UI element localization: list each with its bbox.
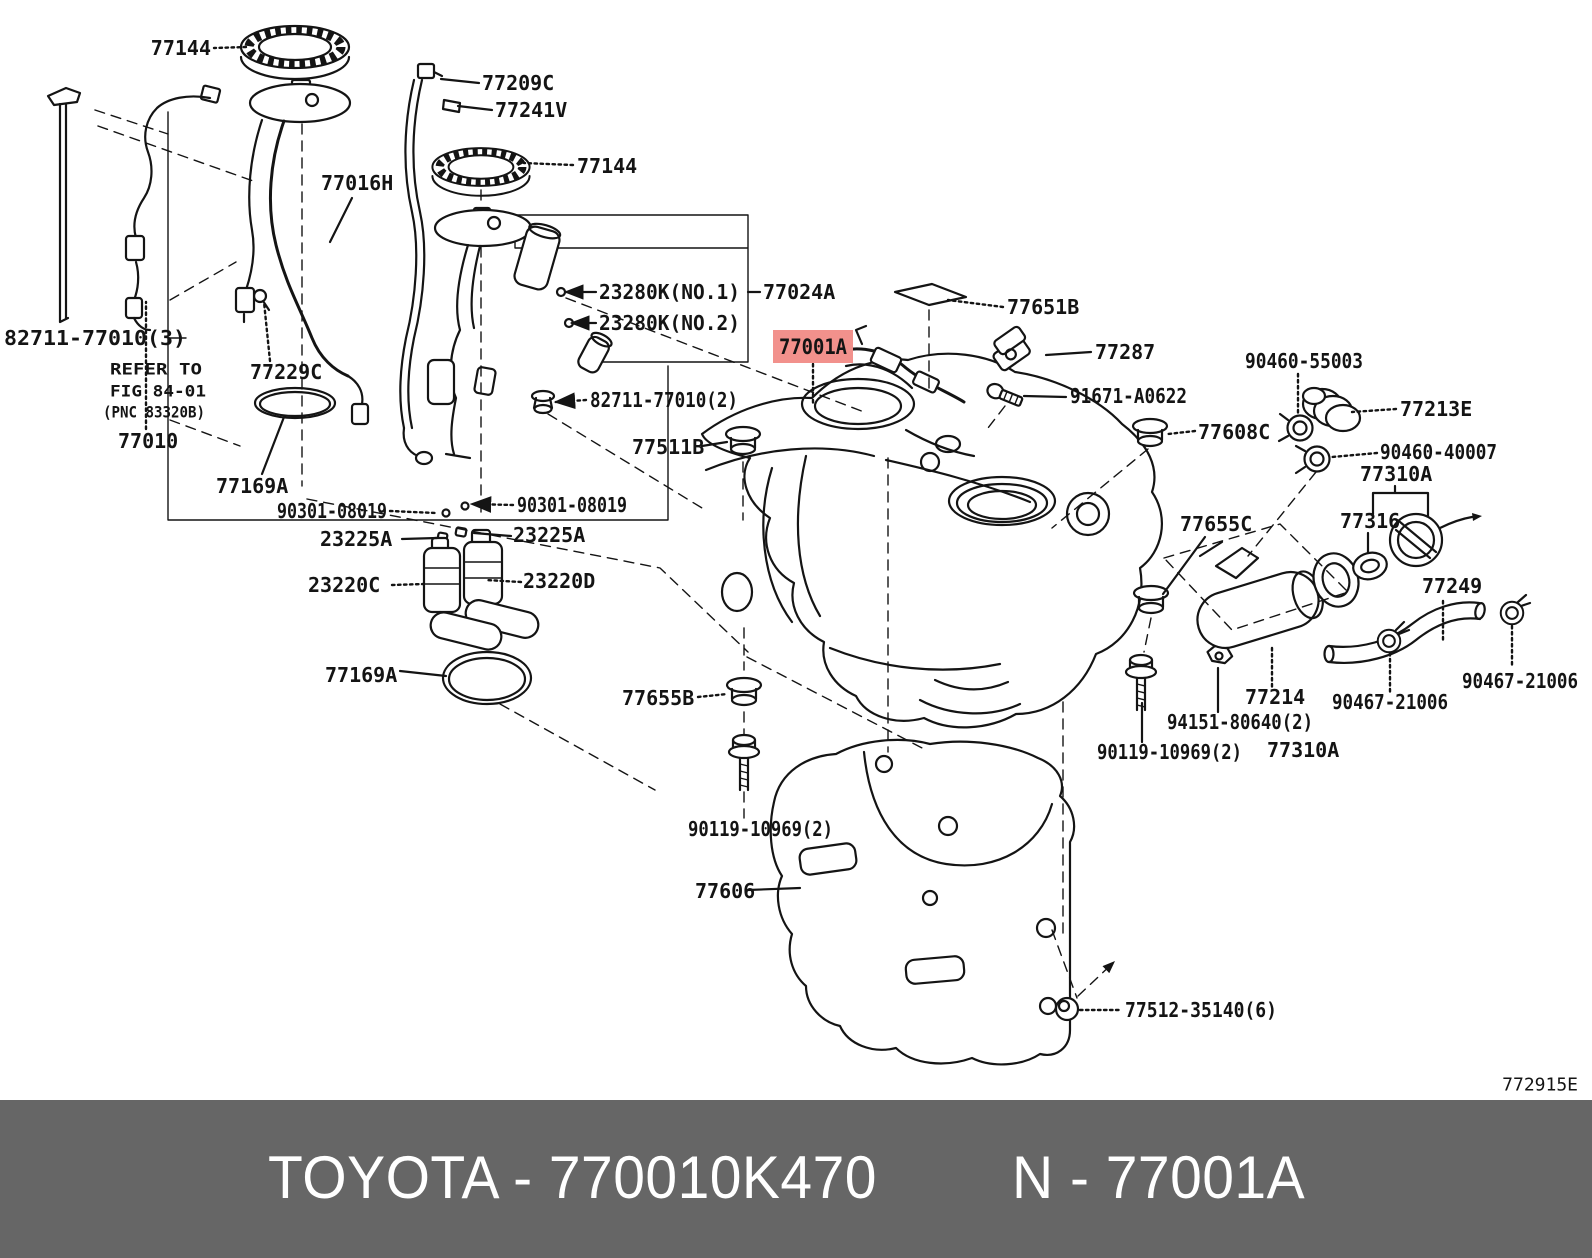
part-label-77241v: 77241V: [495, 98, 567, 122]
note-refer-to-line3: (PNC 83320B): [103, 403, 205, 422]
part-label-77655b: 77655B: [622, 686, 694, 710]
part-label-77651b: 77651B: [1007, 295, 1079, 319]
part-label-77316: 77316: [1340, 509, 1400, 533]
part-label-90460-40007: 90460-40007: [1380, 440, 1497, 464]
part-label-90119-10969-right: 90119-10969(2): [1097, 740, 1242, 764]
pump-module-left-drawing: [234, 78, 370, 426]
part-label-23280k-no1: 23280K(NO.1): [599, 280, 740, 304]
part-label-90301-08019-left: 90301-08019: [277, 499, 387, 523]
part-label-77512-35140: 77512-35140(6): [1125, 998, 1277, 1022]
sender-gauge-drawing: [46, 84, 271, 332]
part-label-94151-80640: 94151-80640(2): [1167, 710, 1313, 734]
part-label-82711-77010-3: 82711-77010(3): [4, 326, 186, 350]
part-label-77169a-top: 77169A: [216, 474, 288, 498]
tank-fittings-drawing: [724, 417, 1234, 792]
part-label-77249: 77249: [1422, 574, 1482, 598]
part-label-77010: 77010: [118, 429, 178, 453]
highlighted-part-box: [773, 330, 853, 363]
part-label-77608c: 77608C: [1198, 420, 1270, 444]
part-label-77001a-highlighted: 77001A: [779, 335, 847, 359]
part-labels: 77144 77209C 77241V 77144 77016H 23280K(…: [4, 36, 1578, 1096]
part-label-90301-08019-right: 90301-08019: [517, 493, 627, 517]
part-label-77016h: 77016H: [321, 171, 393, 195]
shield-drawing: [769, 738, 1076, 1066]
part-label-77144-top: 77144: [151, 36, 211, 60]
filler-pipe-drawing: [1196, 386, 1532, 664]
part-label-90119-10969-left: 90119-10969(2): [688, 817, 833, 841]
part-label-23220d: 23220D: [523, 569, 595, 593]
note-refer-to-line2: FIG 84-01: [110, 382, 206, 401]
note-refer-to-line1: REFER TO: [110, 360, 202, 379]
part-label-77024a: 77024A: [763, 280, 835, 304]
pump-module-mid-drawing: [399, 62, 613, 466]
part-label-77229c: 77229C: [250, 360, 322, 384]
part-label-23220c: 23220C: [308, 573, 380, 597]
part-label-23280k-no2: 23280K(NO.2): [599, 311, 740, 335]
part-label-77144-mid: 77144: [577, 154, 637, 178]
parts-diagram-canvas: 77144 77209C 77241V 77144 77016H 23280K(…: [4, 0, 1578, 1096]
part-label-77511b: 77511B: [632, 435, 704, 459]
footer-part-number-bar: TOYOTA - 770010K470 N - 77001A: [0, 1100, 1592, 1258]
part-label-77655c: 77655C: [1180, 512, 1252, 536]
part-label-77209c: 77209C: [482, 71, 554, 95]
part-label-77213e: 77213E: [1400, 397, 1472, 421]
part-label-77214: 77214: [1245, 685, 1305, 709]
part-label-90467-21006-right: 90467-21006: [1462, 669, 1578, 693]
part-label-82711-77010-2: 82711-77010(2): [590, 388, 738, 412]
o-ring-drawings: [253, 386, 533, 706]
fuel-pumps-drawing: [422, 501, 540, 651]
diagram-code: 772915E: [1502, 1075, 1578, 1096]
footer-reference-code: N - 77001A: [1012, 1144, 1306, 1212]
part-label-90460-55003: 90460-55003: [1245, 349, 1363, 373]
fuel-tank-drawing: [700, 324, 1163, 729]
part-label-23225a-left: 23225A: [320, 527, 392, 551]
part-label-77310a-top: 77310A: [1360, 462, 1432, 486]
part-label-23225a-right: 23225A: [513, 523, 585, 547]
part-label-77606: 77606: [695, 879, 755, 903]
part-label-90467-21006-left: 90467-21006: [1332, 690, 1448, 714]
footer-brand-part-number: TOYOTA - 770010K470: [268, 1144, 877, 1212]
construction-lines: [94, 109, 1349, 999]
leader-lines: [144, 45, 1514, 1022]
part-label-77169a-bottom: 77169A: [325, 663, 397, 687]
part-label-91671-a0622: 91671-A0622: [1070, 384, 1187, 408]
part-label-77287: 77287: [1095, 340, 1155, 364]
part-label-77310a-bottom: 77310A: [1267, 738, 1339, 762]
